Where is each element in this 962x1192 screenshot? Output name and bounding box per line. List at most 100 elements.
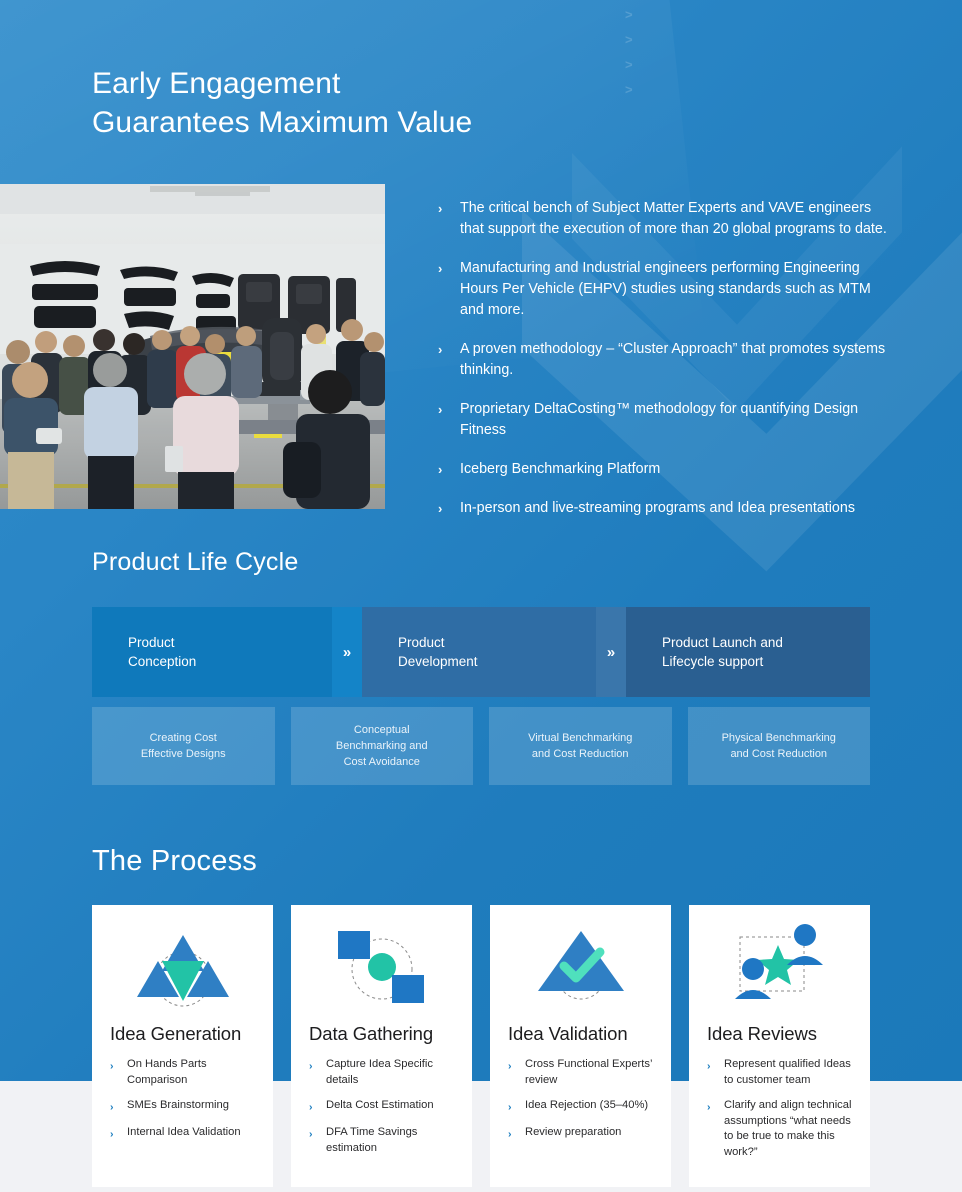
hero-bullet-text: Iceberg Benchmarking Platform [460,461,661,477]
lifecycle-stage-product-development: Product Development [362,607,596,697]
chevron-right-icon: › [707,1101,711,1113]
process-card-bullet-text: Delta Cost Estimation [326,1099,434,1111]
chevron-right-icon: › [309,1060,313,1072]
double-chevron-right-icon: » [332,607,362,697]
lifecycle-stage-line-1: Product [128,635,175,650]
chevron-right-icon: › [438,201,443,216]
process-card-bullet-text: DFA Time Savings estimation [326,1126,418,1154]
process-card-bullet-text: On Hands Parts Comparison [127,1058,207,1086]
process-card-bullet-text: Review preparation [525,1126,622,1138]
benchmarking-event-photo [0,184,385,509]
process-card-bullet: › Internal Idea Validation [110,1125,255,1142]
triangles-cluster-icon [110,905,255,1021]
lifecycle-sub-line-2: and Cost Reduction [531,748,629,760]
process-card-bullet: › Clarify and align technical assumption… [707,1098,852,1160]
process-card-data-gathering[interactable]: Data Gathering › Capture Idea Specific d… [291,905,472,1187]
hero-bullet-item: › Iceberg Benchmarking Platform [438,459,888,480]
chevron-right-icon: › [508,1128,512,1140]
process-card-bullet: › SMEs Brainstorming [110,1098,255,1115]
lifecycle-sub-box: Physical Benchmarking and Cost Reduction [687,707,870,785]
top-decorative-chevrons: > > > > [625,8,633,96]
lifecycle-sub-line-1: Conceptual [353,724,410,736]
process-card-idea-validation[interactable]: Idea Validation › Cross Functional Exper… [490,905,671,1187]
lifecycle-stage-line-2: Development [398,654,478,669]
chevron-right-icon: › [309,1101,313,1113]
hero-bullet-item: › In-person and live-streaming programs … [438,498,888,519]
decorative-chevron-icon: > [625,7,633,22]
process-card-bullet-text: Cross Functional Experts’ review [525,1058,653,1086]
decorative-chevron-icon: > [625,82,633,97]
triangle-check-icon [508,905,653,1021]
hero-bullet-list: › The critical bench of Subject Matter E… [438,198,888,519]
hero-bullet-text: A proven methodology – “Cluster Approach… [460,341,886,378]
hero-bullet-text: In-person and live-streaming programs an… [460,500,855,516]
process-card-bullet: › Review preparation [508,1125,653,1142]
chevron-right-icon: › [110,1128,114,1140]
process-card-bullet: › DFA Time Savings estimation [309,1125,454,1156]
lifecycle-stage-line-1: Product Launch and [662,635,783,650]
hero-bullet-item: › The critical bench of Subject Matter E… [438,198,888,240]
process-card-bullet-text: Capture Idea Specific details [326,1058,433,1086]
double-chevron-right-icon: » [596,607,626,697]
chevron-right-icon: › [438,462,443,477]
decorative-chevron-icon: > [625,32,633,47]
page-title-line-2: Guarantees Maximum Value [92,106,473,139]
process-card-bullet-text: SMEs Brainstorming [127,1099,229,1111]
lifecycle-sub-line-1: Creating Cost [149,732,217,744]
chevron-right-icon: › [438,342,443,357]
chevron-right-icon: › [110,1101,114,1113]
process-card-title: Idea Reviews [707,1023,817,1044]
process-card-bullet: › Cross Functional Experts’ review [508,1057,653,1088]
lifecycle-stage-line-1: Product [398,635,445,650]
process-card-title: Data Gathering [309,1023,434,1044]
lifecycle-sub-box: Virtual Benchmarking and Cost Reduction [489,707,672,785]
hero-bullet-text: The critical bench of Subject Matter Exp… [460,200,887,237]
lifecycle-stage-line-2: Conception [128,654,197,669]
process-card-bullet: › On Hands Parts Comparison [110,1057,255,1088]
lifecycle-stage-line-2: Lifecycle support [662,654,764,669]
page-title: Early Engagement Guarantees Maximum Valu… [92,64,472,142]
the-process-heading: The Process [92,845,257,877]
chevron-right-icon: › [438,402,443,417]
decorative-chevron-icon: > [625,57,633,72]
process-card-bullet: › Idea Rejection (35–40%) [508,1098,653,1115]
process-card-idea-reviews[interactable]: Idea Reviews › Represent qualified Ideas… [689,905,870,1187]
lifecycle-sub-line-1: Physical Benchmarking [721,732,836,744]
product-life-cycle-bar: Product Conception » Product Development… [92,607,870,697]
process-card-list: Idea Generation › On Hands Parts Compari… [92,905,870,1187]
process-card-bullet-text: Clarify and align technical assumptions … [724,1099,852,1158]
hero-bullet-text: Proprietary DeltaCosting™ methodology fo… [460,401,859,438]
process-card-bullet: › Capture Idea Specific details [309,1057,454,1088]
chevron-right-icon: › [438,501,443,516]
lifecycle-sub-box: Conceptual Benchmarking and Cost Avoidan… [290,707,473,785]
chevron-right-icon: › [438,261,443,276]
squares-circle-icon [309,905,454,1021]
lifecycle-sub-line-1: Virtual Benchmarking [528,732,633,744]
page-title-line-1: Early Engagement [92,67,341,100]
chevron-right-icon: › [508,1060,512,1072]
hero-bullet-item: › Proprietary DeltaCosting™ methodology … [438,399,888,441]
process-card-bullet: › Delta Cost Estimation [309,1098,454,1115]
process-card-bullet-text: Idea Rejection (35–40%) [525,1099,649,1111]
product-life-cycle-heading: Product Life Cycle [92,548,299,576]
process-card-idea-generation[interactable]: Idea Generation › On Hands Parts Compari… [92,905,273,1187]
hero-bullet-item: › Manufacturing and Industrial engineers… [438,258,888,321]
lifecycle-sub-line-3: Cost Avoidance [343,756,420,768]
chevron-right-icon: › [309,1128,313,1140]
hero-bullet-text: Manufacturing and Industrial engineers p… [460,260,871,318]
process-card-bullet-text: Represent qualified Ideas to customer te… [724,1058,851,1086]
process-card-title: Idea Validation [508,1023,628,1044]
lifecycle-stage-product-launch: Product Launch and Lifecycle support [626,607,870,697]
process-card-bullet: › Represent qualified Ideas to customer … [707,1057,852,1088]
lifecycle-sub-line-2: and Cost Reduction [730,748,828,760]
lifecycle-stage-product-conception: Product Conception [92,607,332,697]
chevron-right-icon: › [110,1060,114,1072]
hero-bullet-item: › A proven methodology – “Cluster Approa… [438,339,888,381]
chevron-right-icon: › [508,1101,512,1113]
lifecycle-sub-boxes: Creating Cost Effective Designs Conceptu… [92,707,870,785]
process-card-title: Idea Generation [110,1023,242,1044]
lifecycle-sub-box: Creating Cost Effective Designs [92,707,275,785]
chevron-right-icon: › [707,1060,711,1072]
lifecycle-sub-line-2: Effective Designs [140,748,226,760]
people-star-icon [707,905,852,1021]
